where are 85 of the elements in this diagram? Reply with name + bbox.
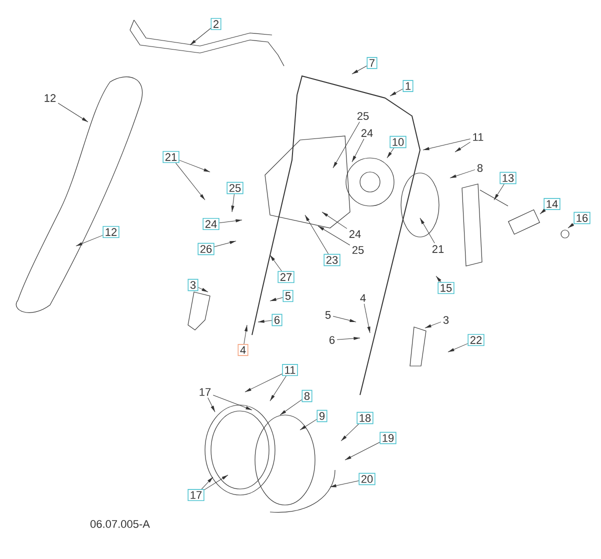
leader-line <box>208 398 216 412</box>
callout-box: 6 <box>272 314 282 326</box>
leader-line <box>244 324 248 344</box>
leader-line <box>270 254 282 272</box>
callout-box: 26 <box>198 242 214 256</box>
callout-number: 5 <box>323 309 333 321</box>
callout-number: 25 <box>355 110 371 122</box>
callout-box: 4 <box>238 344 248 356</box>
leader-line <box>201 476 214 490</box>
leader-line <box>198 287 208 292</box>
leader-line <box>364 304 370 334</box>
leader-line <box>280 399 302 416</box>
leader-line <box>190 28 211 46</box>
leader-line <box>304 214 329 254</box>
callout-box: 11 <box>282 364 298 376</box>
callout-box: 17 <box>188 489 204 501</box>
callout-number: 25 <box>350 244 366 256</box>
leader-line <box>336 336 360 340</box>
callout-box: 20 <box>358 472 376 486</box>
leader-line <box>270 376 286 402</box>
callout-number: 12 <box>42 92 58 104</box>
leader-line <box>300 419 317 430</box>
leader-line <box>76 235 103 246</box>
leader-line <box>450 169 476 178</box>
leader-line <box>270 297 283 302</box>
callout-box: 16 <box>574 212 590 224</box>
leader-line <box>332 316 356 322</box>
leader-line <box>454 142 471 152</box>
callout-box: 22 <box>468 334 484 346</box>
callout-box: 18 <box>356 412 374 424</box>
leader-line <box>340 424 359 442</box>
leader-line <box>332 122 360 168</box>
leader-line <box>386 148 394 158</box>
leader-line <box>568 223 574 228</box>
leader-line <box>330 480 359 488</box>
leader-line <box>231 194 234 212</box>
leader-line <box>179 160 210 172</box>
leader-line <box>258 320 272 323</box>
leader-line <box>212 394 252 410</box>
leader-line <box>422 138 471 150</box>
leader-line <box>424 322 442 328</box>
leader-line <box>448 343 468 352</box>
leader-line <box>318 226 350 246</box>
leader-line <box>58 102 88 122</box>
leader-line <box>352 138 364 162</box>
callout-box: 8 <box>302 390 312 402</box>
leader-line <box>390 88 403 96</box>
callout-number: 21 <box>430 243 446 255</box>
leader-line <box>344 442 380 460</box>
callout-box: 13 <box>500 172 516 184</box>
leader-line <box>352 66 367 74</box>
callout-box: 7 <box>366 57 378 69</box>
leader-line <box>494 184 504 200</box>
callout-box: 1 <box>402 80 414 92</box>
callout-box: 15 <box>438 282 454 294</box>
callout-box: 19 <box>380 432 396 444</box>
callout-number: 24 <box>347 228 363 240</box>
callout-number: 11 <box>470 131 486 143</box>
callout-box: 5 <box>282 290 294 302</box>
callout-number: 4 <box>358 292 368 304</box>
callout-number: 24 <box>359 127 375 139</box>
callout-box: 2 <box>210 18 222 30</box>
callout-box: 21 <box>162 150 180 164</box>
leader-line <box>176 162 206 200</box>
leader-line <box>322 212 348 229</box>
callout-box: 27 <box>278 270 294 284</box>
leader-line <box>540 208 546 214</box>
leader-line <box>436 276 442 282</box>
callout-box: 25 <box>226 182 244 194</box>
callout-box: 24 <box>202 218 220 230</box>
callout-box: 23 <box>324 254 340 266</box>
drawing-number: 06.07.005-A <box>90 520 150 528</box>
callout-number: 8 <box>475 162 485 174</box>
callout-number: 17 <box>197 386 213 398</box>
callout-box: 12 <box>102 226 120 238</box>
callout-number: 6 <box>327 334 337 346</box>
callout-box: 14 <box>544 198 560 210</box>
callout-box: 9 <box>316 410 328 422</box>
leader-line <box>214 240 236 248</box>
leader-line <box>219 219 242 224</box>
callout-box: 3 <box>188 278 198 292</box>
callout-box: 10 <box>390 136 406 148</box>
callout-number: 3 <box>441 314 451 326</box>
leader-line <box>244 374 282 392</box>
leader-line <box>204 474 228 490</box>
